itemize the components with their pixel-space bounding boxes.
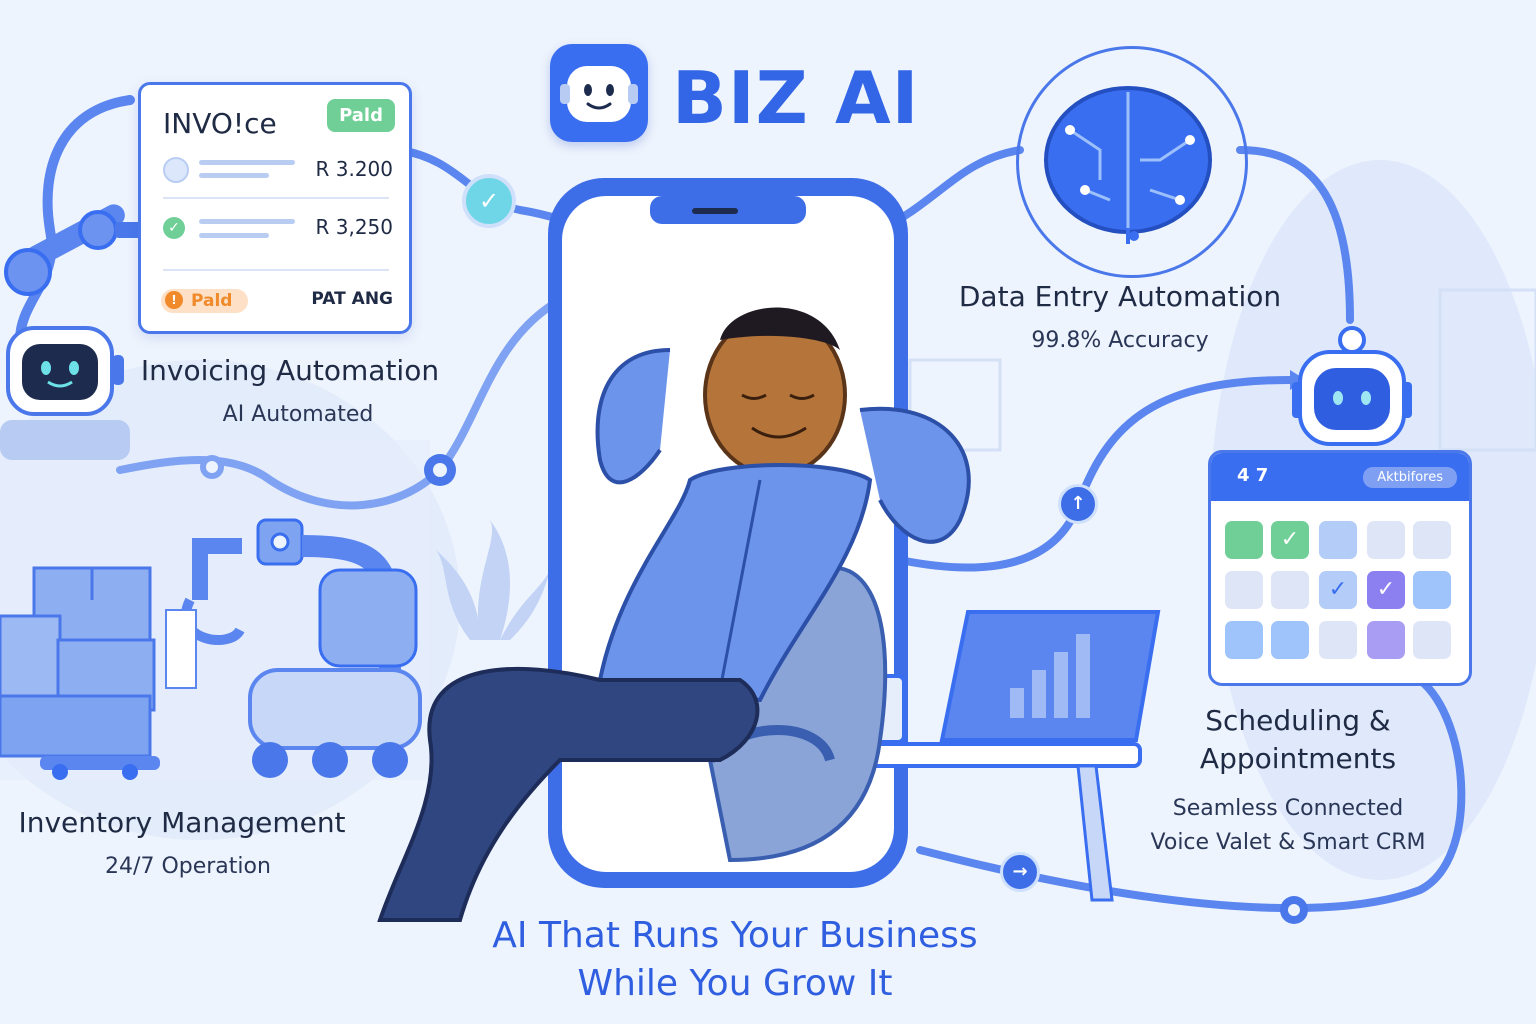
invoicing-title: Invoicing Automation [140,354,440,387]
calendar-cell[interactable] [1367,621,1405,659]
calendar-cell[interactable] [1319,521,1357,559]
calendar-header-pill: Aktbifores [1363,467,1457,488]
scheduling-subtitle-line1: Seamless Connected [1172,796,1404,821]
robot-face-right-illustration [1292,326,1412,446]
invoice-row-amount: R 3.200 [315,157,393,181]
pending-check-icon [163,157,189,183]
check-icon: ✓ [163,217,185,239]
invoicing-subtitle: AI Automated [222,402,374,427]
calendar-cell[interactable] [1225,521,1263,559]
scheduling-subtitle-line2: Voice Valet & Smart CRM [1150,830,1426,855]
calendar-cell-checked[interactable]: ✓ [1319,571,1357,609]
check-circle-icon: ✓ [462,174,516,228]
calendar-cell[interactable] [1413,621,1451,659]
calendar-card: 4 7 Aktbifores ✓ ✓ ✓ [1208,450,1472,686]
inventory-robot-illustration [165,518,422,778]
inventory-subtitle: 24/7 Operation [105,854,271,879]
arrow-right-icon: → [1000,852,1040,892]
scheduling-title-line2: Appointments [1199,742,1397,775]
tagline-line2: While You Grow It [577,963,893,1004]
calendar-cell[interactable] [1225,621,1263,659]
calendar-cell[interactable] [1319,621,1357,659]
calendar-cell[interactable] [1413,521,1451,559]
invoice-row-amount: R 3,250 [315,215,393,239]
robot-face-left-illustration [0,326,130,460]
brain-frame [1016,46,1248,278]
calendar-header: 4 7 Aktbifores [1211,453,1469,501]
invoice-footer-text: PAT ANG [311,289,393,309]
calendar-cell[interactable] [1367,521,1405,559]
plant-illustration [436,520,550,640]
invoice-row-line [199,233,269,238]
calendar-cell[interactable] [1225,571,1263,609]
data-entry-title: Data Entry Automation [958,280,1282,313]
invoice-row-line [199,219,295,224]
scheduling-title-line1: Scheduling & [1205,704,1391,737]
data-entry-subtitle: 99.8% Accuracy [1031,328,1209,353]
brand-logo [550,44,648,142]
calendar-cell[interactable] [1413,571,1451,609]
inventory-boxes-illustration [0,566,160,780]
calendar-date: 4 7 [1237,465,1269,486]
arrow-up-icon: ↑ [1058,484,1098,524]
calendar-cell[interactable] [1271,621,1309,659]
paid-badge: Pald [327,99,395,132]
robot-arm-illustration [4,204,145,296]
robot-face-icon [560,66,638,122]
tagline-line1: AI That Runs Your Business [492,915,978,956]
brand-name: BIZ AI [672,56,920,140]
invoice-divider [163,197,389,199]
calendar-cell[interactable] [1271,571,1309,609]
warning-icon: ! [165,291,183,309]
calendar-cell-checked[interactable]: ✓ [1367,571,1405,609]
invoice-divider [163,269,389,271]
invoice-title: INVO!ce [163,107,277,140]
invoice-row-line [199,173,269,178]
calendar-cell-checked[interactable]: ✓ [1271,521,1309,559]
inventory-title: Inventory Management [18,806,346,839]
invoice-card: INVO!ce Pald R 3.200 ✓ R 3,250 Pald ! PA… [138,82,412,334]
invoice-row-line [199,160,295,165]
tagline: AI That Runs Your Business While You Gro… [440,912,1030,1008]
relaxed-person-illustration [377,307,971,922]
